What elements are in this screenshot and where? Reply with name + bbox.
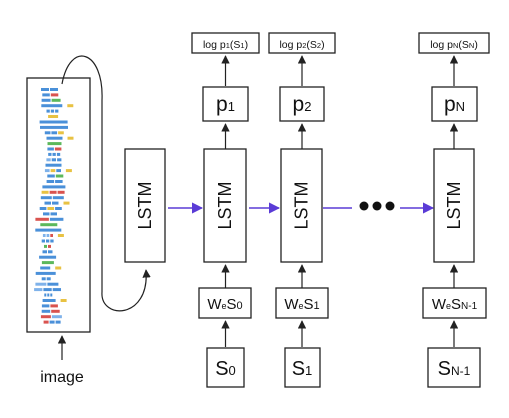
lstm-label-2: LSTM bbox=[292, 181, 312, 229]
cnn-image-block bbox=[26, 77, 91, 333]
prob-box-n bbox=[431, 86, 478, 122]
embed-label-n: WeSN-1 bbox=[432, 296, 478, 313]
log-prob-label-n: log pN(SN) bbox=[430, 39, 478, 51]
log-prob-box-2 bbox=[268, 32, 336, 54]
embed-label-2: WeS1 bbox=[284, 296, 319, 313]
ellipsis-dots bbox=[359, 201, 395, 211]
lstm-initial: LSTM bbox=[124, 148, 166, 263]
lstm-initial-box bbox=[124, 148, 166, 263]
lstm-column-2: log p2(S2) p2 LSTM WeS1 S1 bbox=[268, 32, 336, 388]
word-box-1 bbox=[206, 347, 245, 388]
word-box-n bbox=[427, 347, 481, 388]
embed-box-2 bbox=[275, 287, 329, 319]
lstm-column-1: log p1(S1) p1 LSTM WeS0 S0 bbox=[191, 32, 260, 388]
prob-box-2 bbox=[279, 86, 325, 122]
prob-box-1 bbox=[202, 86, 249, 122]
lstm-label-n: LSTM bbox=[444, 181, 464, 229]
lstm-box-2 bbox=[280, 148, 323, 263]
lstm-box-1 bbox=[203, 148, 247, 263]
lstm-initial-label: LSTM bbox=[135, 181, 155, 229]
image-label: image bbox=[40, 369, 84, 386]
word-label-2: S1 bbox=[292, 358, 313, 380]
prob-label-1: p1 bbox=[216, 93, 235, 116]
word-label-n: SN-1 bbox=[438, 358, 471, 380]
log-prob-box-n bbox=[418, 32, 490, 54]
lstm-label-1: LSTM bbox=[215, 181, 235, 229]
embed-label-1: WeS0 bbox=[207, 296, 242, 313]
lstm-box-n bbox=[433, 148, 475, 263]
prob-label-n: pN bbox=[444, 93, 465, 116]
log-prob-box-1 bbox=[191, 32, 260, 54]
embed-box-1 bbox=[198, 287, 252, 319]
prob-label-2: p2 bbox=[293, 93, 312, 116]
log-prob-label-2: log p2(S2) bbox=[279, 39, 324, 51]
lstm-column-n: log pN(SN) pN LSTM WeSN-1 SN-1 bbox=[418, 32, 490, 388]
embed-box-n bbox=[422, 287, 487, 319]
log-prob-label-1: log p1(S1) bbox=[203, 39, 248, 51]
image-to-lstm-curve bbox=[61, 55, 151, 312]
word-box-2 bbox=[284, 347, 321, 388]
cnn-architecture-graphic bbox=[34, 88, 74, 324]
cnn-box bbox=[26, 77, 91, 333]
word-label-1: S0 bbox=[215, 358, 236, 380]
